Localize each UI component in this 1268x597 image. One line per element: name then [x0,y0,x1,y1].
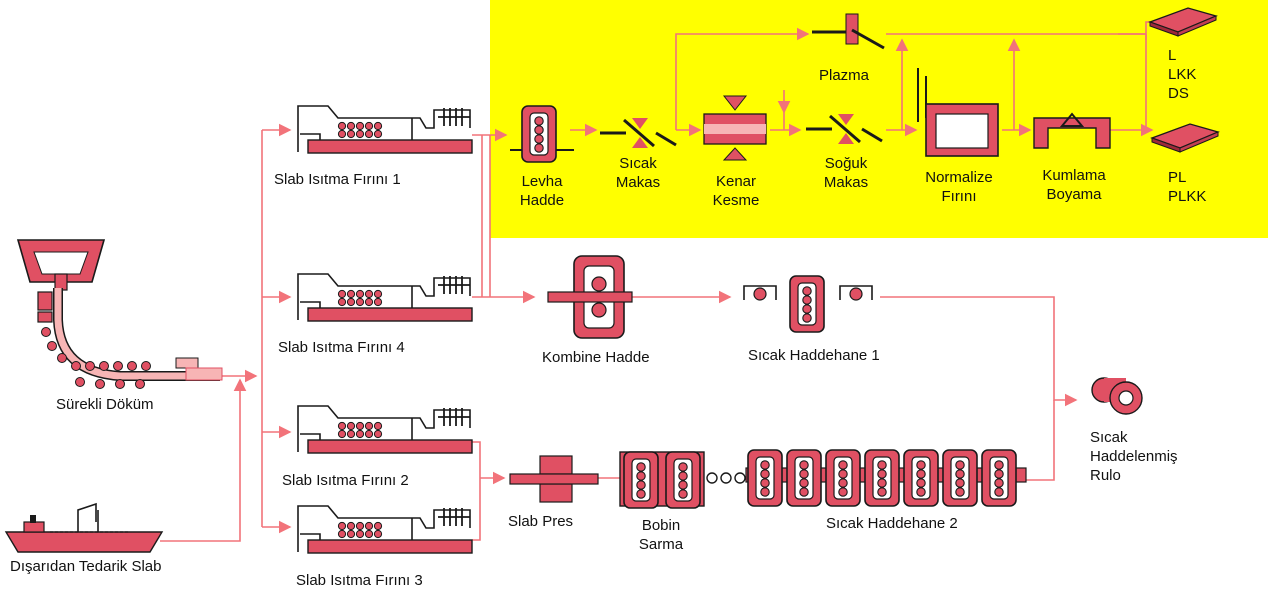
ship-icon [4,502,164,553]
slab-furnace-4-icon [293,271,473,323]
hot-rolled-coil-icon [1091,377,1143,415]
blast-paint-icon [1033,112,1111,149]
coil-box-label: Bobin Sarma [638,517,684,553]
product-top-label: L LKK DS [1168,47,1197,102]
continuous-casting-label: Sürekli Döküm [56,396,154,413]
slab-furnace-1-icon [293,103,473,155]
normalize-furnace-icon [917,68,999,157]
furnace-3-label: Slab Isıtma Fırını 3 [296,572,423,589]
hot-shear-label: Sıcak Makas [615,155,661,191]
plasma-label: Plazma [818,67,870,84]
plate-mill-area [490,0,1268,238]
plasma-icon [812,13,885,50]
continuous-casting-icon [16,239,223,389]
plate-mill-icon [510,105,574,163]
external-slab-label: Dışarıdan Tedarik Slab [10,558,162,575]
hot-mill-1-icon [743,275,873,333]
normalize-furnace-label: Normalize Fırını [925,169,993,205]
hot-rolled-coil-label: Sıcak Haddelenmiş Rulo [1090,429,1178,484]
hot-mill-1-label: Sıcak Haddehane 1 [748,347,880,364]
furnace-1-label: Slab Isıtma Fırını 1 [274,171,401,188]
edge-trim-icon [703,95,767,161]
slab-press-label: Slab Pres [508,513,574,530]
furnace-2-label: Slab Isıtma Fırını 2 [282,472,409,489]
edge-trim-label: Kenar Kesme [712,173,760,209]
plate-mill-label: Levha Hadde [519,173,565,209]
product-bottom-label: PL PLKK [1168,169,1207,205]
combined-mill-icon [547,255,633,339]
slab-press-icon [509,455,599,503]
slab-furnace-3-icon [293,503,473,555]
hot-mill-2-label: Sıcak Haddehane 2 [826,515,958,532]
blast-paint-label: Kumlama Boyama [1042,167,1106,203]
cold-shear-label: Soğuk Makas [823,155,869,191]
flow-lines [160,21,1154,542]
furnace-4-label: Slab Isıtma Fırını 4 [278,339,405,356]
coil-box-stands-icon [619,451,746,509]
hot-mill-2-icon [745,449,1027,507]
slab-furnace-2-icon [293,403,473,455]
combined-mill-label: Kombine Hadde [542,349,650,366]
